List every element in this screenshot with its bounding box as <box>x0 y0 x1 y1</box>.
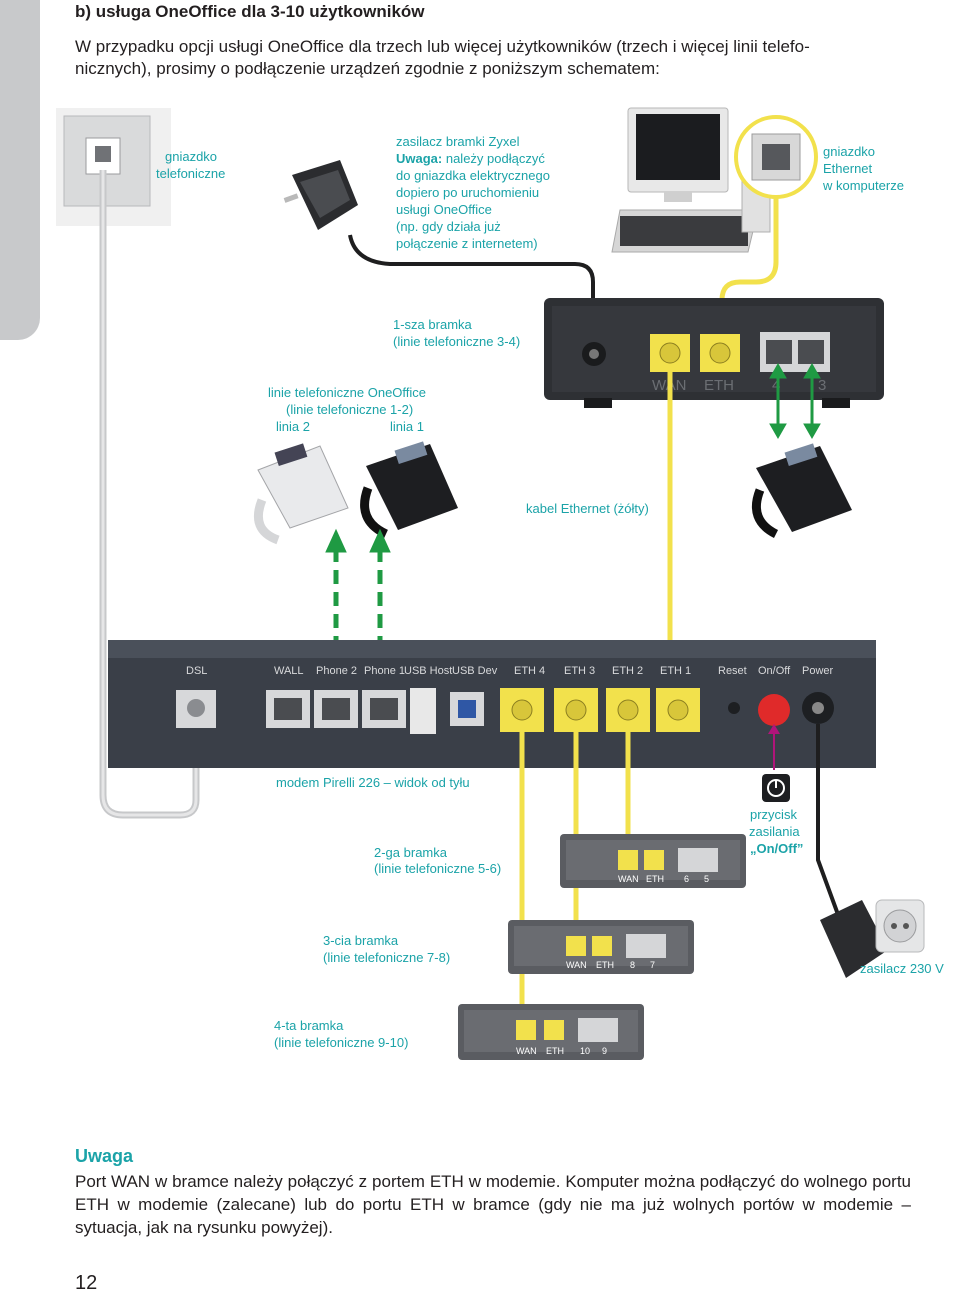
page-number: 12 <box>75 1272 98 1294</box>
label-gw4-2: (linie telefoniczne 9-10) <box>274 1035 408 1050</box>
gw1-eth-label: ETH <box>704 377 734 394</box>
note-title: Uwaga <box>75 1146 134 1166</box>
gw4-wan-label: WAN <box>516 1046 537 1056</box>
label-line1: linia 1 <box>390 419 424 434</box>
connection-diagram: WAN ETH 4 3 <box>56 107 944 1060</box>
label-gw1-2: (linie telefoniczne 3-4) <box>393 334 520 349</box>
gw2-eth-label: ETH <box>646 874 664 884</box>
modem-power-cable <box>816 724 842 921</box>
label-gw4-1: 4-ta bramka <box>274 1018 344 1033</box>
gw3-wan-label: WAN <box>566 960 587 970</box>
label-power-btn-2: zasilania <box>749 824 800 839</box>
label-zyxel-note-4: usługi OneOffice <box>396 202 492 217</box>
zyxel-power-cable <box>348 234 595 360</box>
note-body: Port WAN w bramce należy połączyć z port… <box>75 1172 911 1237</box>
label-uwaga-prefix: Uwaga: <box>396 151 442 166</box>
modem-port-eth2: ETH 2 <box>612 665 643 677</box>
gw3-eth-label: ETH <box>596 960 614 970</box>
label-gw2-2: (linie telefoniczne 5-6) <box>374 861 501 876</box>
label-gw3-2: (linie telefoniczne 7-8) <box>323 950 450 965</box>
modem-port-eth1: ETH 1 <box>660 665 691 677</box>
label-ethernet-cable: kabel Ethernet (żółty) <box>526 501 649 516</box>
zyxel-power-adapter <box>283 160 358 230</box>
label-zyxel-note-2: do gniazdka elektrycznego <box>396 168 550 183</box>
intro-line-1: W przypadku opcji usługi OneOffice dla t… <box>75 37 810 56</box>
label-phone-socket-1: gniazdko <box>165 149 217 164</box>
gw4-port9-label: 9 <box>602 1046 607 1056</box>
intro-paragraph: W przypadku opcji usługi OneOffice dla t… <box>75 36 915 80</box>
modem-port-eth3: ETH 3 <box>564 665 595 677</box>
modem-port-eth4: ETH 4 <box>514 665 545 677</box>
computer <box>611 107 771 253</box>
modem-port-power: Power <box>802 665 834 677</box>
modem-port-reset: Reset <box>718 665 747 677</box>
gw2-port6-label: 6 <box>684 874 689 884</box>
phone-socket-port <box>95 146 111 162</box>
section-heading: b) usługa OneOffice dla 3-10 użytkownikó… <box>75 2 425 21</box>
label-line2: linia 2 <box>276 419 310 434</box>
label-eth-socket-2: Ethernet <box>823 161 873 176</box>
gateway-3 <box>508 920 694 974</box>
gw2-wan-label: WAN <box>618 874 639 884</box>
gateway-1 <box>544 298 884 408</box>
modem-port-wall: WALL <box>274 665 304 677</box>
side-tab <box>0 0 40 340</box>
intro-line-2: nicznych), prosimy o podłączenie urządze… <box>75 59 660 78</box>
label-eth-socket-1: gniazdko <box>823 144 875 159</box>
gateway-4 <box>458 1004 644 1060</box>
label-gw3-1: 3-cia bramka <box>323 933 399 948</box>
gw2-port5-label: 5 <box>704 874 709 884</box>
label-power-btn-3: „On/Off” <box>750 841 803 856</box>
label-oneoffice-lines-1: linie telefoniczne OneOffice <box>268 385 426 400</box>
power-pointer-arrow <box>768 724 780 734</box>
gw1-port3-label: 3 <box>818 377 826 394</box>
gw1-phone-arrows <box>769 362 821 440</box>
phone-black-line1 <box>360 441 458 539</box>
modem-port-phone2: Phone 2 <box>316 665 357 677</box>
modem-port-onoff: On/Off <box>758 665 791 677</box>
gw1-port4-label: 4 <box>772 377 780 394</box>
modem-port-usbhost: USB Host <box>404 665 452 677</box>
modem-port-usbdev: USB Dev <box>452 665 498 677</box>
label-gw1-1: 1-sza bramka <box>393 317 473 332</box>
label-modem: modem Pirelli 226 – widok od tyłu <box>276 775 470 790</box>
pc-ethernet-cable <box>719 197 779 352</box>
gw4-port10-label: 10 <box>580 1046 590 1056</box>
label-power-btn-1: przycisk <box>750 807 797 822</box>
modem-port-phone1: Phone 1 <box>364 665 405 677</box>
label-oneoffice-lines-2: (linie telefoniczne 1-2) <box>286 402 413 417</box>
label-zyxel-note-1-rest: należy podłączyć <box>442 151 545 166</box>
gw3-port7-label: 7 <box>650 960 655 970</box>
label-zyxel-note-3: dopiero po uruchomieniu <box>396 185 539 200</box>
label-gw2-1: 2-ga bramka <box>374 845 448 860</box>
phone-white-line2 <box>254 443 349 545</box>
psu-230v <box>820 899 925 978</box>
label-zyxel-note-1: Uwaga: należy podłączyć <box>396 151 545 166</box>
label-eth-socket-3: w komputerze <box>822 178 904 193</box>
modem-port-dsl: DSL <box>186 665 207 677</box>
modem-pirelli <box>108 640 876 768</box>
gw3-port8-label: 8 <box>630 960 635 970</box>
label-zyxel-note-5: (np. gdy działa już <box>396 219 501 234</box>
label-zyxel-note-6: połączenie z internetem) <box>396 236 538 251</box>
label-phone-socket-2: telefoniczne <box>156 166 225 181</box>
label-psu230: zasilacz 230 V <box>860 961 944 976</box>
phone-black-gw1 <box>752 443 852 539</box>
label-zyxel-psu: zasilacz bramki Zyxel <box>396 134 520 149</box>
gw4-eth-label: ETH <box>546 1046 564 1056</box>
gateway-2 <box>560 834 746 888</box>
